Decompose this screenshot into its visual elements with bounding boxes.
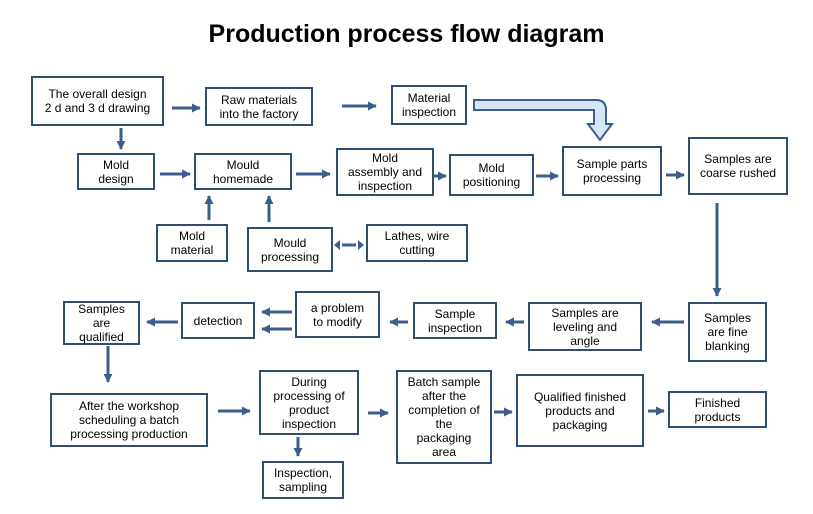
node-label: Qualified finished products and packagin… <box>533 389 627 432</box>
node-workshop-scheduling: After the workshop scheduling a batch pr… <box>50 393 208 447</box>
node-detection: detection <box>181 302 255 339</box>
node-problem-to-modify: a problem to modify <box>295 291 380 338</box>
node-lathes-wire-cutting: Lathes, wire cutting <box>366 224 468 262</box>
node-samples-fine-blanking: Samples are fine blanking <box>688 302 767 362</box>
node-label: The overall design 2 d and 3 d drawing <box>44 87 151 115</box>
node-label: Samples are coarse rushed <box>699 152 777 180</box>
node-batch-sample: Batch sample after the completion of the… <box>396 370 492 464</box>
node-label: Raw materials into the factory <box>219 92 299 121</box>
node-samples-leveling: Samples are leveling and angle <box>528 302 642 351</box>
node-label: Samples are leveling and angle <box>551 305 619 348</box>
node-label: Samples are qualified <box>78 302 125 344</box>
node-label: Mould processing <box>260 235 320 264</box>
node-label: Mold design <box>98 157 134 186</box>
node-label: Sample parts processing <box>576 157 648 185</box>
node-mould-processing: Mould processing <box>247 227 333 272</box>
node-label: During processing of product inspection <box>273 374 345 431</box>
node-label: Material inspection <box>401 91 457 119</box>
node-finished-products: Finished products <box>668 391 767 428</box>
node-label: Mold assembly and inspection <box>347 151 423 193</box>
node-qualified-finished: Qualified finished products and packagin… <box>516 374 644 447</box>
node-inspection-sampling: Inspection, sampling <box>262 461 344 499</box>
node-label: Samples are fine blanking <box>704 311 751 353</box>
arrow-processing-lathes <box>334 240 364 250</box>
node-label: Finished products <box>694 395 741 424</box>
node-material-inspection: Material inspection <box>391 85 467 125</box>
node-label: a problem to modify <box>310 300 365 329</box>
node-label: Inspection, sampling <box>273 466 333 494</box>
node-label: Lathes, wire cutting <box>384 229 450 257</box>
node-mould-homemade: Mould homemade <box>194 153 292 190</box>
node-label: detection <box>193 313 243 328</box>
node-mold-assembly: Mold assembly and inspection <box>336 148 434 196</box>
node-sample-inspection: Sample inspection <box>413 302 497 339</box>
node-mold-positioning: Mold positioning <box>449 154 534 196</box>
node-samples-coarse-rushed: Samples are coarse rushed <box>688 137 788 195</box>
node-sample-parts-processing: Sample parts processing <box>562 146 662 196</box>
node-label: Mold positioning <box>462 161 521 189</box>
node-mold-material: Mold material <box>156 224 228 262</box>
node-label: Sample inspection <box>427 306 483 335</box>
diagram-title: Production process flow diagram <box>208 20 605 48</box>
node-during-processing: During processing of product inspection <box>259 370 359 435</box>
node-overall-design: The overall design 2 d and 3 d drawing <box>31 76 164 126</box>
node-label: Mould homemade <box>212 157 274 186</box>
node-label: Mold material <box>170 229 214 257</box>
node-raw-materials: Raw materials into the factory <box>205 87 313 126</box>
node-label: Batch sample after the completion of the… <box>407 375 481 459</box>
node-samples-qualified: Samples are qualified <box>63 301 140 345</box>
node-mold-design: Mold design <box>77 153 155 190</box>
node-label: After the workshop scheduling a batch pr… <box>70 399 188 441</box>
bent-arrow-material-to-sampleparts <box>473 99 614 142</box>
